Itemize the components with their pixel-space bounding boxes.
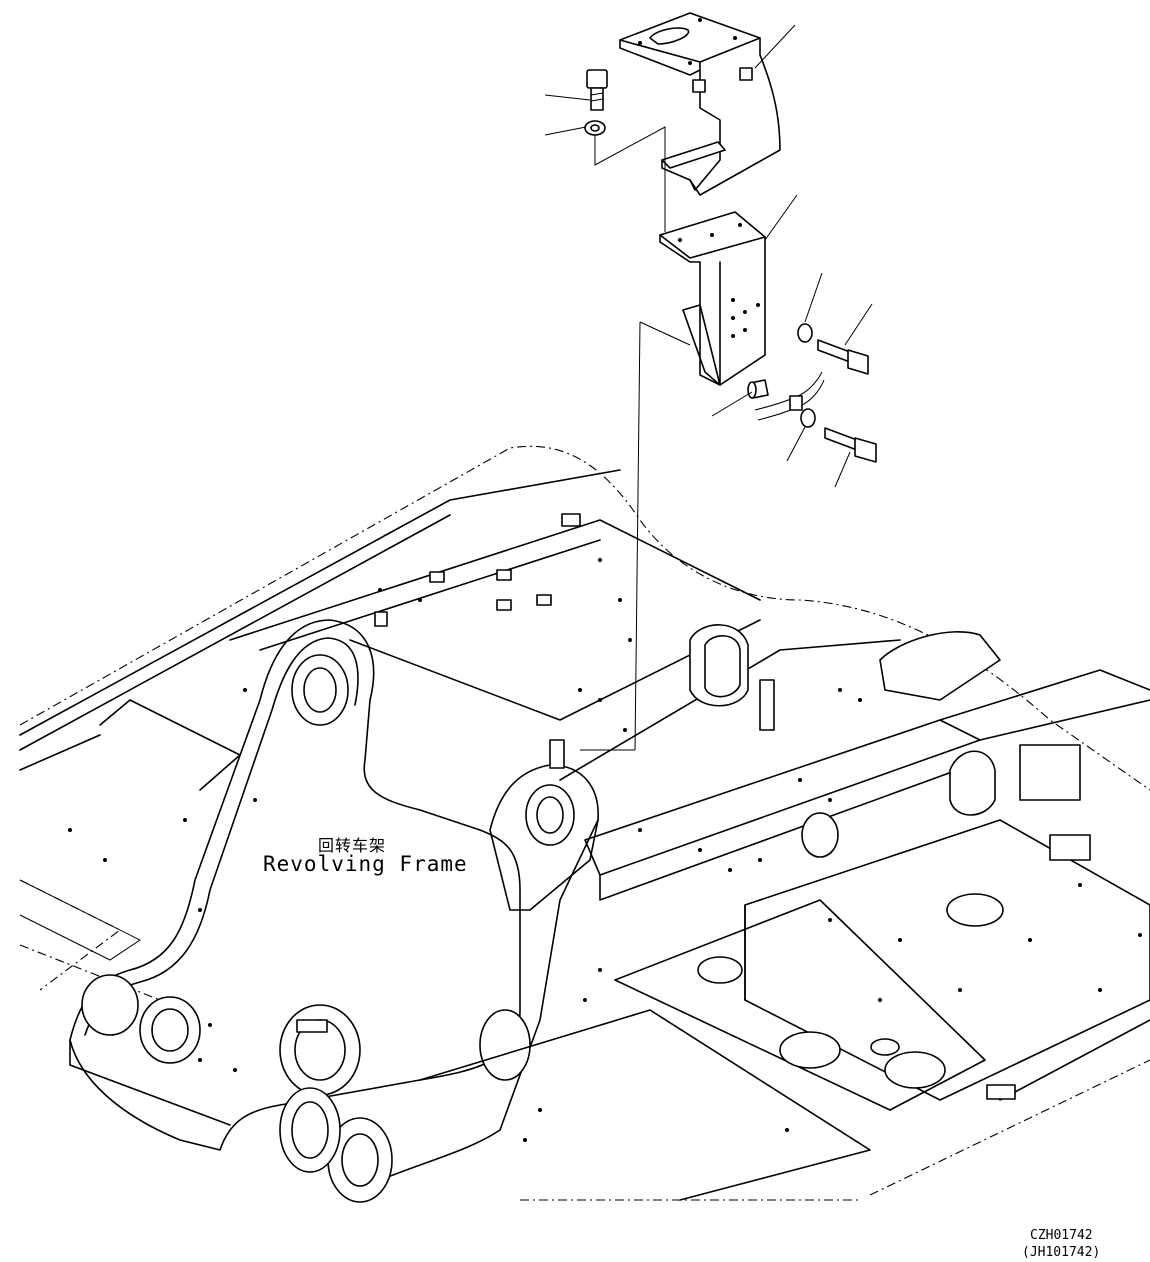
frame-label-chinese: 回转车架: [318, 836, 387, 855]
frame-top-plates: [19, 469, 901, 961]
assembly-lines: [580, 126, 691, 751]
boom-mount-right: [379, 764, 599, 1181]
frame-access-holes: [689, 624, 1001, 858]
washer-right-lower: [800, 408, 816, 428]
drawing-code: CZH01742: [1030, 1228, 1093, 1243]
frame-bolt-holes: [68, 558, 1142, 1142]
cross-beam: [584, 669, 1150, 901]
alt-drawing-code: (JH101742): [1022, 1245, 1101, 1260]
bolt-right-upper: [817, 339, 869, 375]
revolving-frame-outline: [19, 445, 1150, 1201]
washer-upper: [584, 120, 606, 136]
hose-clamp: [754, 371, 825, 421]
frame-label-english: Revolving Frame: [263, 852, 468, 876]
frame-blocks: [296, 513, 1091, 1100]
washer-right-upper: [797, 323, 813, 343]
spacer-collar: [747, 379, 769, 399]
frame-right-box: [419, 819, 1150, 1201]
bolt-right-lower: [824, 427, 877, 463]
leader-lines: [544, 24, 873, 488]
bolt-vertical: [586, 69, 608, 111]
boom-mount-left: [69, 619, 521, 1151]
pin-bosses: [279, 1004, 531, 1203]
lower-bracket: [659, 211, 766, 386]
upper-bracket: [619, 12, 781, 196]
